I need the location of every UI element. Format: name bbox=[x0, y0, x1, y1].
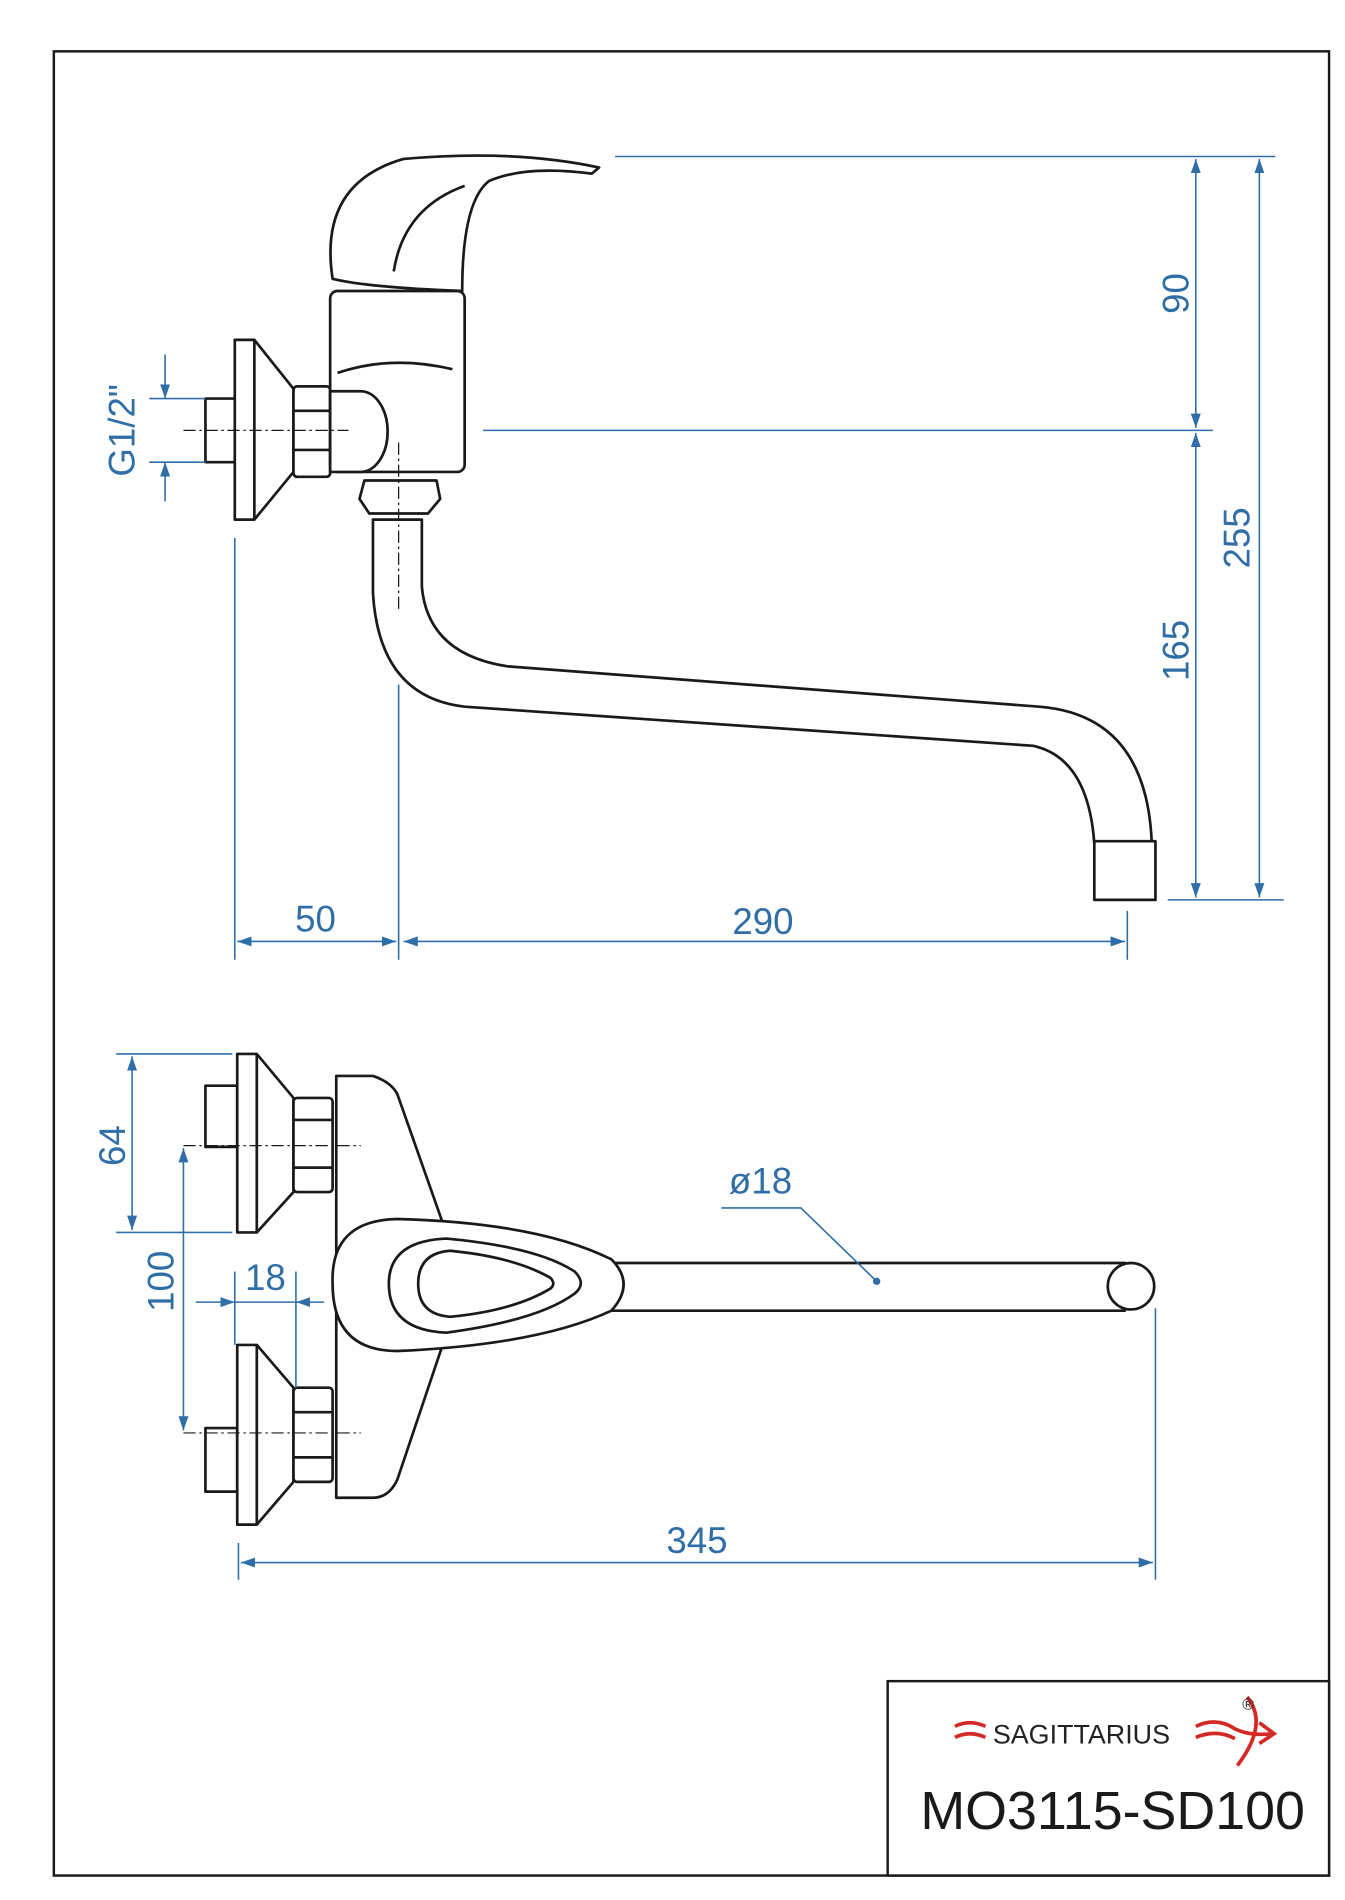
dim-handle-height: 90 bbox=[1155, 273, 1196, 314]
dim-center-distance: 100 bbox=[141, 1251, 182, 1312]
dim-spout-height: 165 bbox=[1155, 620, 1196, 681]
brand-logo: SAGITTARIUS ® bbox=[954, 1695, 1278, 1767]
dim-thread: G1/2" bbox=[102, 384, 143, 476]
side-view-dimensions: 90 165 255 G1/2" 50 290 bbox=[102, 155, 1284, 960]
brand-name: SAGITTARIUS bbox=[993, 1720, 1170, 1750]
top-view-faucet bbox=[204, 1052, 1156, 1526]
model-number: MO3115-SD100 bbox=[920, 1781, 1305, 1841]
dim-total-length: 345 bbox=[666, 1520, 727, 1561]
title-block: SAGITTARIUS ® MO3115-SD100 bbox=[886, 1679, 1331, 1877]
dim-pipe-diameter: ø18 bbox=[729, 1160, 792, 1201]
dim-wall-offset: 50 bbox=[295, 899, 336, 940]
registered-mark: ® bbox=[1242, 1696, 1254, 1713]
dim-nut-width: 18 bbox=[245, 1257, 286, 1298]
side-view-faucet bbox=[204, 154, 1157, 902]
dim-spout-reach: 290 bbox=[732, 901, 793, 942]
top-view-dimensions: 64 100 18 ø18 345 bbox=[92, 1053, 1157, 1580]
dim-total-height: 255 bbox=[1217, 507, 1258, 568]
dim-flange-diameter: 64 bbox=[92, 1125, 133, 1166]
drawing-frame bbox=[52, 50, 1331, 1877]
